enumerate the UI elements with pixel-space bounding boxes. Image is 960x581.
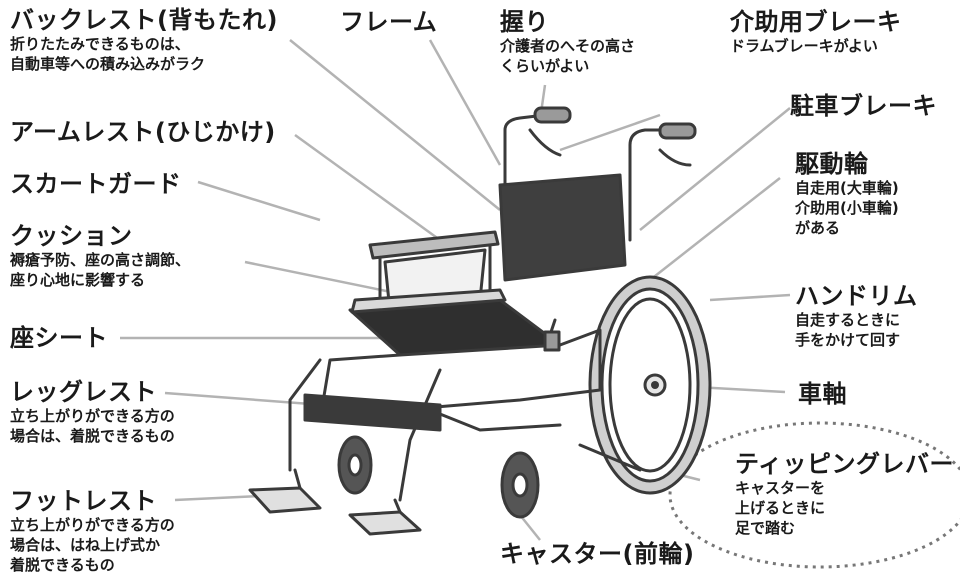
drive-wheel-desc-1: 自走用(大車輪) <box>795 179 899 197</box>
axle-title: 車軸 <box>798 380 847 408</box>
handrim-title: ハンドリム <box>795 282 918 310</box>
legrest-icon <box>303 393 442 432</box>
grip-desc-1: 介護者のへその高さ <box>500 37 636 55</box>
caster-title: キャスター(前輪) <box>500 540 695 568</box>
cushion-desc-2: 座り心地に影響する <box>10 271 146 289</box>
footrest-icon <box>248 486 322 514</box>
tipping-lever-desc-3: 足で踏む <box>735 519 796 537</box>
handrim-desc-2: 手をかけて回す <box>795 331 901 349</box>
frame-post-right <box>628 128 672 242</box>
label-legrest: レッグレスト 立ち上がりができる方の 場合は、着脱できるもの <box>10 378 175 446</box>
drive-wheel-desc-3: がある <box>795 219 841 237</box>
assist-brake-icon <box>528 128 562 157</box>
frame-post-left <box>503 113 547 212</box>
label-footrest: フットレスト 立ち上がりができる方の 場合は、はね上げ式か 着脱できるもの <box>10 487 175 575</box>
legrest-title: レッグレスト <box>10 378 157 406</box>
armrest-icon <box>368 230 500 260</box>
label-grip: 握り 介護者のへその高さ くらいがよい <box>500 8 635 76</box>
cushion-title: クッション <box>10 222 133 250</box>
footrest-desc-3: 着脱できるもの <box>10 556 115 574</box>
label-drive-wheel: 駆動輪 自走用(大車輪) 介助用(小車輪) がある <box>795 150 899 238</box>
backrest-desc-2: 自動車等への積み込みがラク <box>10 55 206 73</box>
legrest-desc-2: 場合は、着脱できるもの <box>10 427 175 445</box>
label-backrest: バックレスト(背もたれ) 折りたたみできるものは、 自動車等への積み込みがラク <box>10 6 278 74</box>
grip-icon <box>533 106 572 124</box>
label-seat: 座シート <box>10 324 108 352</box>
drive-wheel-desc-2: 介助用(小車輪) <box>795 199 899 217</box>
backrest-title: バックレスト(背もたれ) <box>10 6 278 34</box>
tipping-lever-desc-1: キャスターを <box>735 479 826 497</box>
legrest-desc-1: 立ち上がりができる方の <box>10 407 175 425</box>
assist-brake-desc-1: ドラムブレーキがよい <box>730 37 878 55</box>
label-caster: キャスター(前輪) <box>500 540 694 568</box>
cushion-desc-1: 褥瘡予防、座の高さ調節、 <box>10 251 191 269</box>
tipping-lever-desc-2: 上げるときに <box>735 499 826 517</box>
grip-desc-2: くらいがよい <box>500 57 590 75</box>
footrest-desc-2: 場合は、はね上げ式か <box>10 536 161 554</box>
skirt-guard-title: スカートガード <box>10 170 182 198</box>
label-parking-brake: 駐車ブレーキ <box>790 92 937 120</box>
drive-wheel-title: 駆動輪 <box>795 150 869 178</box>
footrest-title: フットレスト <box>10 487 157 515</box>
backrest-desc-1: 折りたたみできるものは、 <box>10 35 190 53</box>
backrest-icon <box>498 173 627 282</box>
handrim-desc-1: 自走するときに <box>795 311 901 329</box>
label-frame: フレーム <box>340 8 437 36</box>
label-axle: 車軸 <box>798 380 847 408</box>
label-cushion: クッション 褥瘡予防、座の高さ調節、 座り心地に影響する <box>10 222 190 290</box>
cushion-icon <box>350 288 507 314</box>
grip-title: 握り <box>500 8 549 36</box>
frame-title: フレーム <box>340 8 438 36</box>
label-tipping-lever: ティッピングレバー キャスターを 上げるときに 足で踏む <box>735 450 954 538</box>
caster-icon <box>337 435 540 519</box>
seat-title: 座シート <box>10 324 108 352</box>
label-assist-brake: 介助用ブレーキ ドラムブレーキがよい <box>730 8 902 56</box>
label-skirt-guard: スカートガード <box>10 170 182 198</box>
label-armrest: アームレスト(ひじかけ) <box>10 118 276 146</box>
armrest-title: アームレスト(ひじかけ) <box>10 118 276 146</box>
tipping-lever-icon <box>578 443 642 472</box>
footrest-desc-1: 立ち上がりができる方の <box>10 516 175 534</box>
parking-brake-title: 駐車ブレーキ <box>790 92 937 120</box>
tipping-lever-title: ティッピングレバー <box>735 450 955 478</box>
assist-brake-title: 介助用ブレーキ <box>730 8 902 36</box>
label-handrim: ハンドリム 自走するときに 手をかけて回す <box>795 282 918 350</box>
